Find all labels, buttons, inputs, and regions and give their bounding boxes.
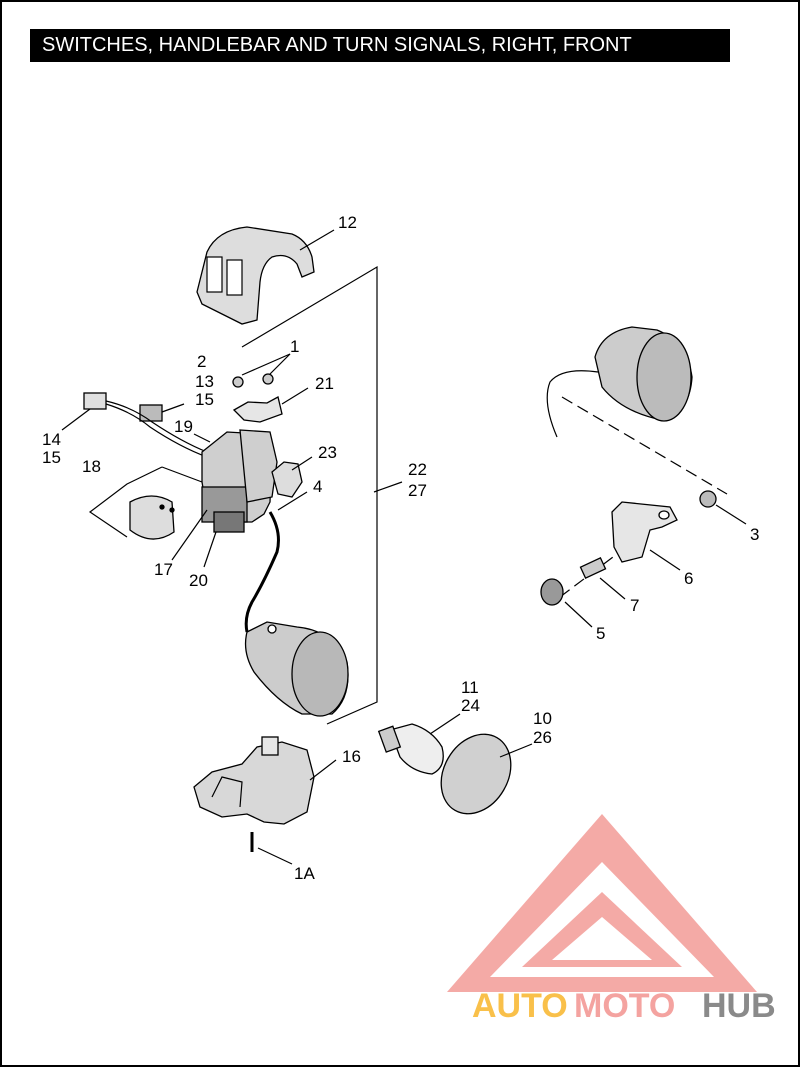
switch-clip: [232, 396, 283, 423]
screw-pair: [232, 373, 274, 388]
callout-2: 2: [197, 352, 206, 371]
callout-16: 16: [342, 747, 361, 766]
callout-14: 14: [42, 430, 61, 449]
callout-20: 20: [189, 571, 208, 590]
callout-7: 7: [630, 596, 639, 615]
callout-6: 6: [684, 569, 693, 588]
bracket-nut: [540, 578, 564, 606]
callout-21: 21: [315, 374, 334, 393]
callout-15-lower: 15: [42, 448, 61, 467]
nut: [699, 490, 717, 508]
callout-10: 10: [533, 709, 552, 728]
callout-24: 24: [461, 696, 480, 715]
callout-3: 3: [750, 525, 759, 544]
watermark-auto: AUTO: [472, 987, 568, 1025]
callout-13: 13: [195, 372, 214, 391]
callout-bracket-22: [241, 265, 378, 725]
callout-23: 23: [318, 443, 337, 462]
turn-signal-bulb: [377, 723, 444, 775]
callout-11: 11: [461, 678, 479, 697]
callout-12: 12: [338, 213, 357, 232]
callout-1a: 1A: [294, 864, 315, 883]
switch-cap: [129, 495, 175, 540]
callout-27: 27: [408, 481, 427, 500]
callout-bracket-18: [88, 466, 163, 538]
switch-assembly: [201, 429, 278, 533]
watermark-hub: HUB: [702, 987, 776, 1025]
stud: [579, 557, 607, 579]
leader-lines: [61, 229, 747, 865]
callout-22: 22: [408, 460, 427, 479]
watermark-moto: MOTO: [574, 987, 675, 1025]
lamp-wire: [244, 511, 280, 633]
watermark-logo-icon: [447, 814, 757, 992]
lamp-bracket: [611, 501, 678, 563]
callout-1: 1: [290, 337, 299, 356]
callout-17: 17: [154, 560, 173, 579]
callout-15-upper: 15: [195, 390, 214, 409]
callout-26: 26: [533, 728, 552, 747]
callout-19: 19: [174, 417, 193, 436]
watermark-text: AUTO MOTO HUB: [472, 987, 776, 1025]
assembly-dashed-line: [561, 396, 728, 495]
turn-signal-connector: [271, 461, 303, 498]
switch-housing-cover: [196, 226, 315, 325]
wire-harness: [83, 392, 208, 458]
turn-signal-lamp-left: [244, 621, 349, 717]
turn-signal-lamp-right: [546, 326, 693, 438]
callout-5: 5: [596, 624, 605, 643]
lower-switch-housing: [193, 736, 315, 825]
callout-18: 18: [82, 457, 101, 476]
page-title: SWITCHES, HANDLEBAR AND TURN SIGNALS, RI…: [30, 29, 730, 62]
turn-signal-lens: [440, 733, 512, 815]
callout-4: 4: [313, 477, 322, 496]
